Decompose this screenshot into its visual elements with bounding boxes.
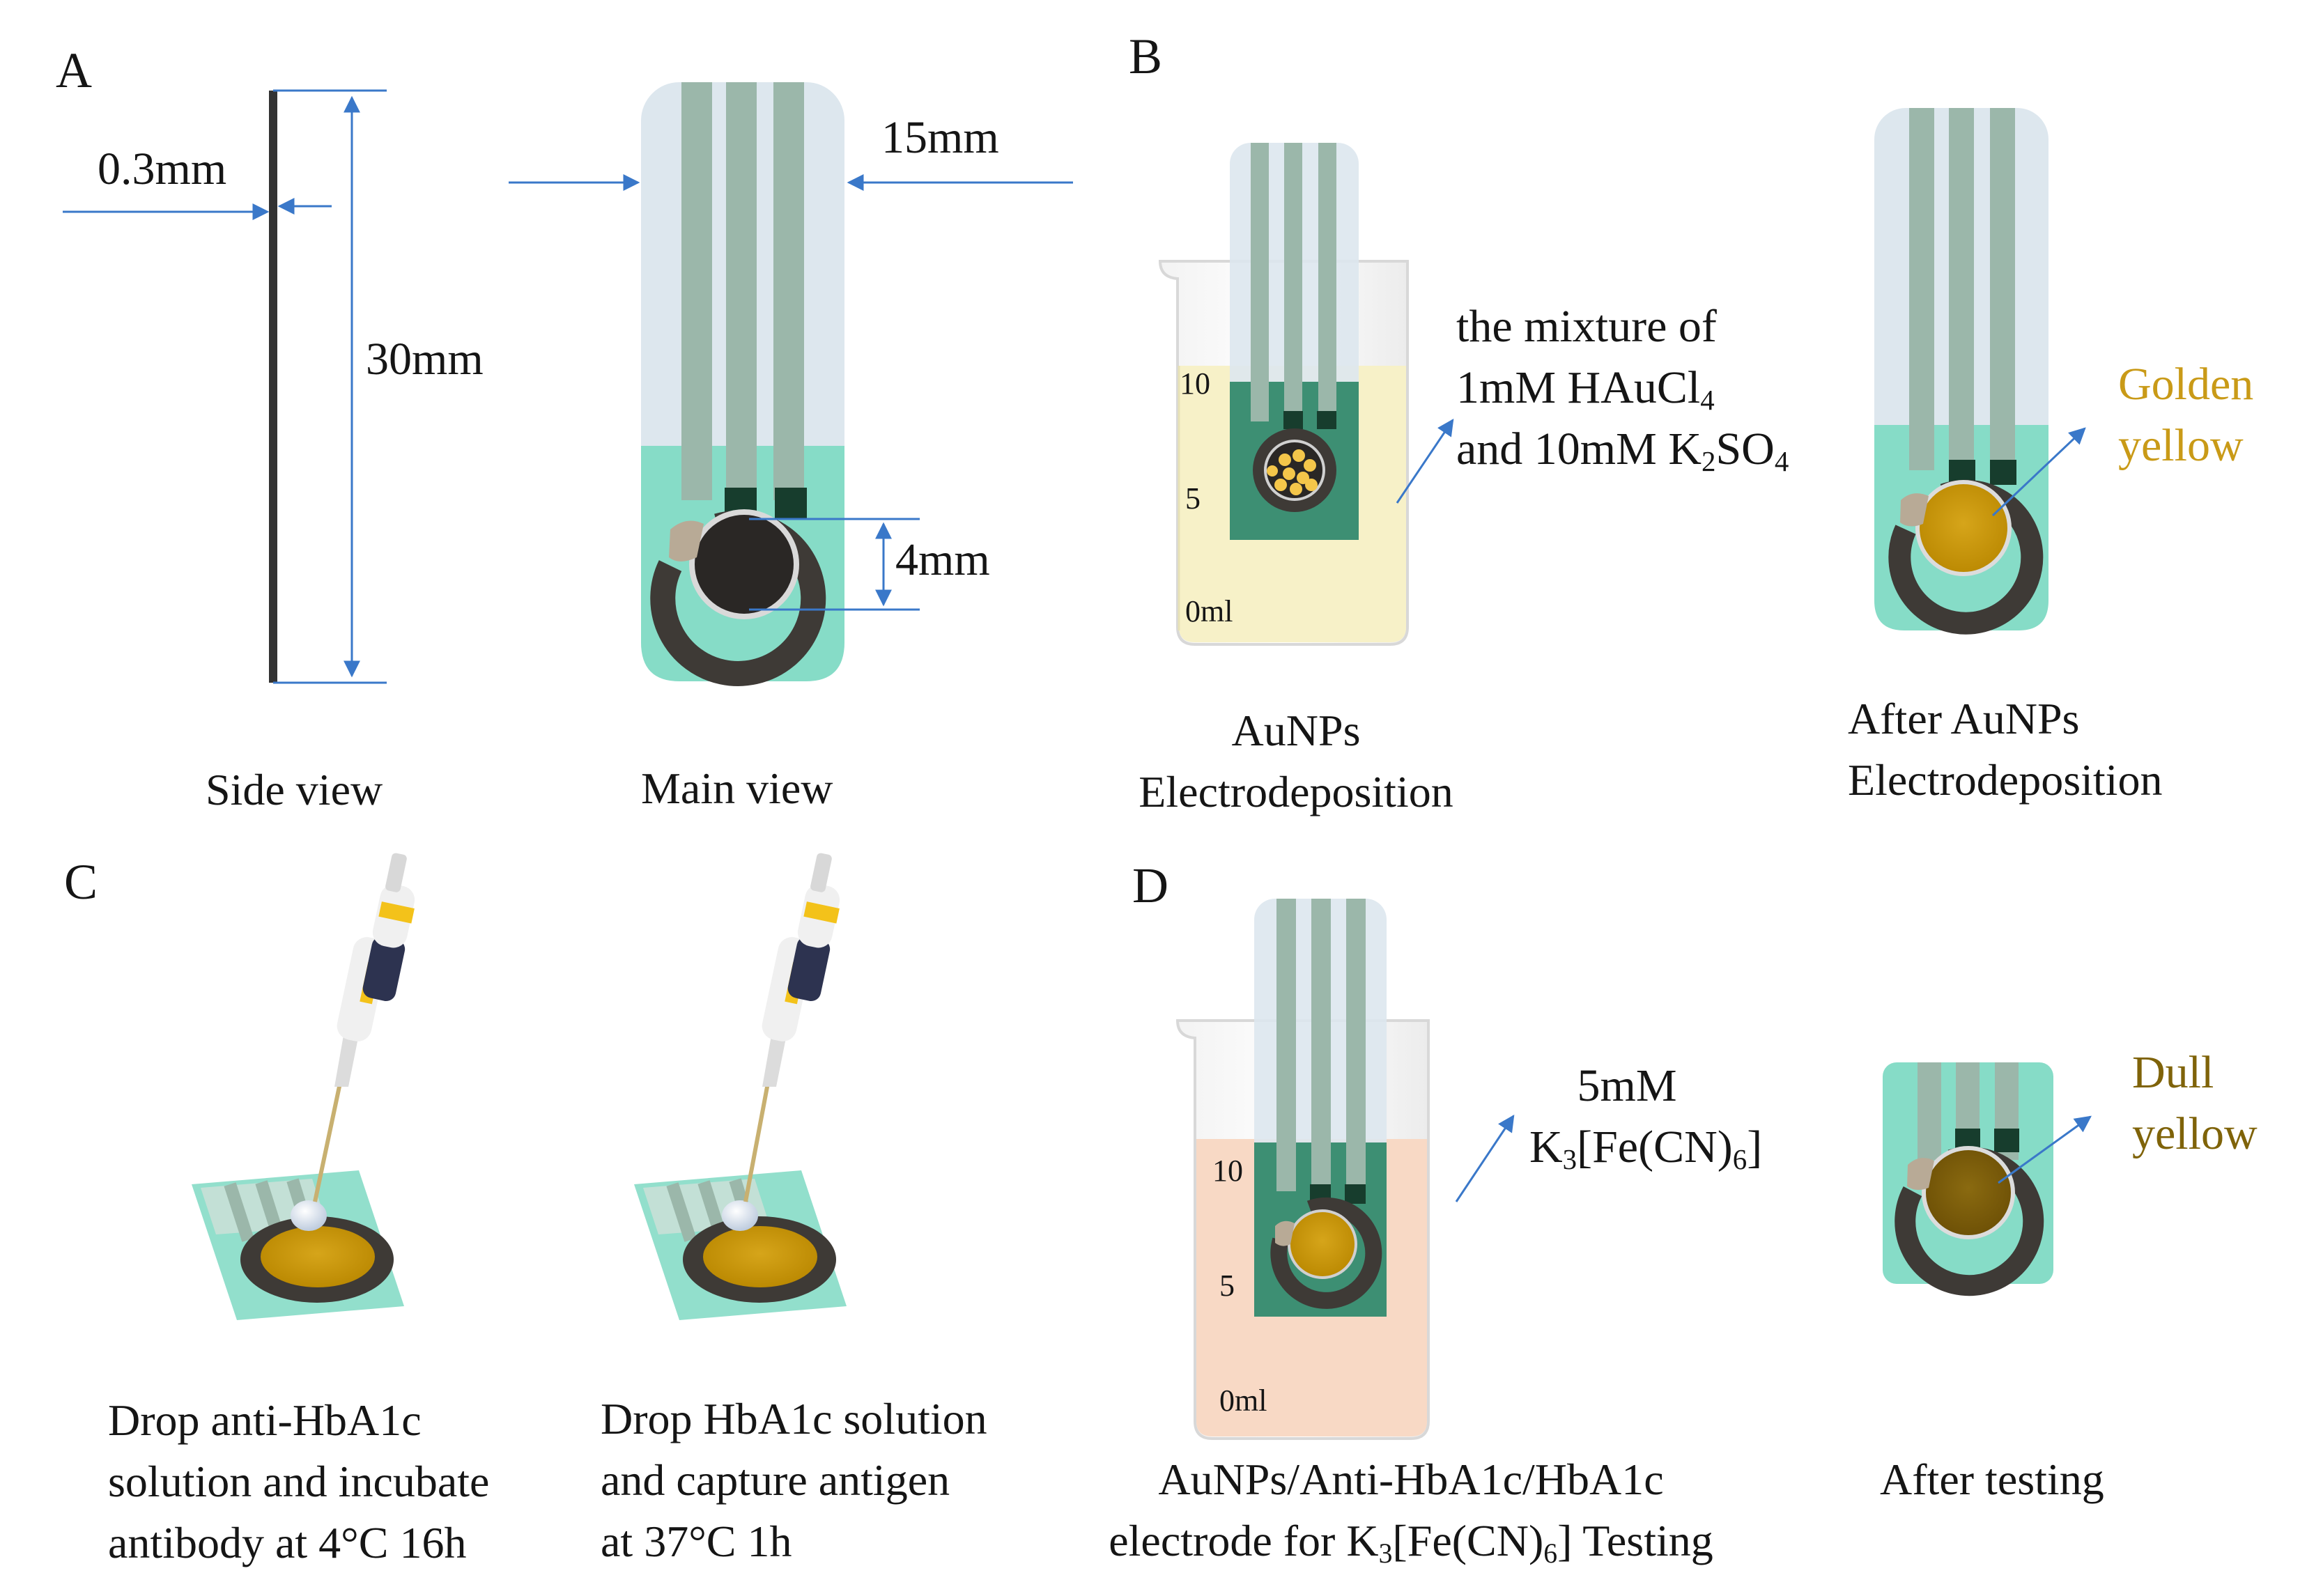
pipette-1: [313, 853, 415, 1202]
side-view-strip: [269, 91, 277, 683]
dull-electrode-after: [1883, 1062, 2053, 1296]
solution-d-line1: 5mM: [1577, 1060, 1677, 1111]
solution-b-line3: and 10mM K2SO4: [1456, 424, 1789, 478]
beaker-b-tick-0: 0ml: [1185, 594, 1233, 628]
side-view-thickness-dimension: [63, 198, 332, 220]
anti-hba1c-caption: Drop anti-HbA1c solution and incubate an…: [108, 1395, 490, 1567]
hba1c-caption: Drop HbA1c solution and capture antigen …: [601, 1394, 987, 1566]
electrode-in-beaker-d: [1254, 899, 1387, 1317]
solution-b-line2: 1mM HAuCl4: [1456, 362, 1715, 417]
solution-d-line2: K3[Fe(CN)6]: [1529, 1122, 1763, 1176]
thickness-label: 0.3mm: [98, 144, 227, 194]
solution-arrow-b: [1396, 419, 1454, 504]
panel-label-a: A: [56, 42, 92, 98]
solution-b-line1: the mixture of: [1456, 301, 1717, 352]
panel-label-d: D: [1132, 858, 1168, 913]
after-electrodeposition-caption: After AuNPs Electrodeposition: [1848, 694, 2163, 805]
gold-electrode-after: [1874, 108, 2048, 635]
golden-arrow: [1991, 427, 2086, 517]
main-view-caption: Main view: [641, 764, 833, 813]
solution-d-text: 5mM K3[Fe(CN)6]: [1529, 1055, 1763, 1178]
solution-b-text: the mixture of 1mM HAuCl4 and 10mM K2SO4: [1456, 296, 1789, 480]
side-view-caption: Side view: [206, 765, 383, 814]
electrode-in-beaker-b: [1230, 143, 1359, 540]
main-view-electrode: [641, 82, 844, 686]
beaker-d-tick-5: 5: [1219, 1269, 1235, 1303]
incubation-electrode-1: [192, 1170, 404, 1320]
diameter-label: 4mm: [895, 534, 990, 585]
solution-arrow-d: [1455, 1115, 1515, 1202]
after-testing-caption: After testing: [1880, 1455, 2104, 1504]
width-label: 15mm: [881, 112, 999, 163]
electrodeposition-caption: AuNPs Electrodeposition: [1139, 706, 1453, 816]
incubation-electrode-2: [634, 1170, 847, 1320]
beaker-d-tick-0: 0ml: [1219, 1384, 1267, 1418]
length-label: 30mm: [366, 334, 484, 385]
dull-arrow: [1998, 1115, 2092, 1184]
beaker-d-tick-10: 10: [1212, 1154, 1243, 1188]
panel-label-c: C: [64, 854, 98, 910]
side-view-length-dimension: [273, 89, 387, 684]
beaker-b-tick-5: 5: [1185, 481, 1201, 516]
panel-label-b: B: [1129, 29, 1163, 84]
testing-caption: AuNPs/Anti-HbA1c/HbA1c electrode for K3[…: [1109, 1455, 1713, 1569]
pipette-2: [743, 853, 840, 1202]
golden-yellow-label: Golden yellow: [2118, 359, 2254, 471]
main-view-diameter-dimension: [749, 518, 920, 611]
dull-yellow-label: Dull yellow: [2132, 1047, 2258, 1159]
beaker-b-tick-10: 10: [1180, 366, 1210, 401]
